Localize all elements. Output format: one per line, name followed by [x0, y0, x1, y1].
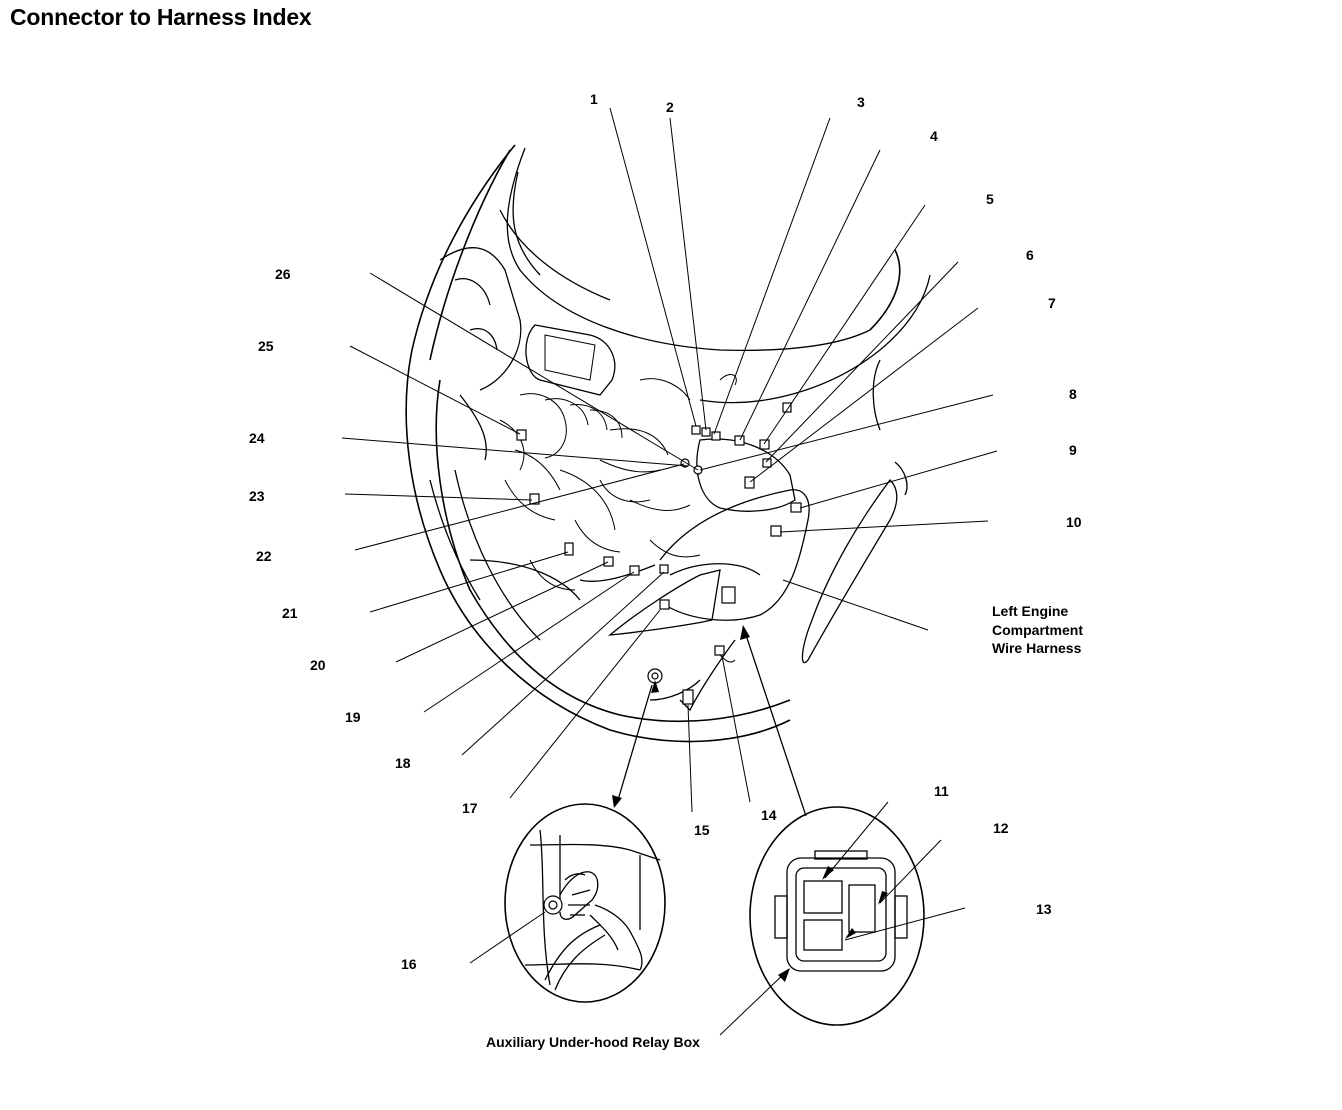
- callout-10: 10: [1066, 514, 1082, 530]
- harness-caption-line-1: Left Engine: [992, 603, 1068, 619]
- callout-12: 12: [993, 820, 1009, 836]
- harness-caption-line-3: Wire Harness: [992, 640, 1082, 656]
- callout-21: 21: [282, 605, 298, 621]
- callout-leader-lines: [341, 107, 998, 1036]
- callout-2: 2: [666, 99, 674, 115]
- detail-circle-connector-16: [504, 803, 666, 1003]
- callout-23: 23: [249, 488, 265, 504]
- relay-socket-13: [803, 919, 843, 951]
- callout-1: 1: [590, 91, 598, 107]
- callout-4: 4: [930, 128, 938, 144]
- callout-13: 13: [1036, 901, 1052, 917]
- callout-18: 18: [395, 755, 411, 771]
- callout-26: 26: [275, 266, 291, 282]
- detail-arrows: [612, 625, 807, 982]
- captions: Left Engine Compartment Wire Harness Aux…: [486, 603, 1083, 1050]
- callout-15: 15: [694, 822, 710, 838]
- harness-caption-line-2: Compartment: [992, 622, 1083, 638]
- engine-compartment-drawing: [405, 144, 931, 743]
- relay-socket-12: [848, 884, 876, 933]
- callout-3: 3: [857, 94, 865, 110]
- detail-circle-relay-box: [749, 806, 925, 1026]
- callout-20: 20: [310, 657, 326, 673]
- callout-14: 14: [761, 807, 777, 823]
- callout-6: 6: [1026, 247, 1034, 263]
- callout-8: 8: [1069, 386, 1077, 402]
- callout-25: 25: [258, 338, 274, 354]
- page-title: Connector to Harness Index: [10, 4, 312, 30]
- callout-7: 7: [1048, 295, 1056, 311]
- engine-connectors: [516, 402, 802, 705]
- callout-24: 24: [249, 430, 265, 446]
- callout-16: 16: [401, 956, 417, 972]
- relay-socket-11: [803, 880, 843, 914]
- callout-5: 5: [986, 191, 994, 207]
- callout-19: 19: [345, 709, 361, 725]
- callout-17: 17: [462, 800, 478, 816]
- callout-22: 22: [256, 548, 272, 564]
- relay-box-caption: Auxiliary Under-hood Relay Box: [486, 1034, 700, 1050]
- callout-11: 11: [934, 783, 949, 799]
- callout-numbers: 1 2 3 4 5 6 7 8 9 10 11 12 13 14 15 16 1…: [249, 91, 1082, 972]
- callout-9: 9: [1069, 442, 1077, 458]
